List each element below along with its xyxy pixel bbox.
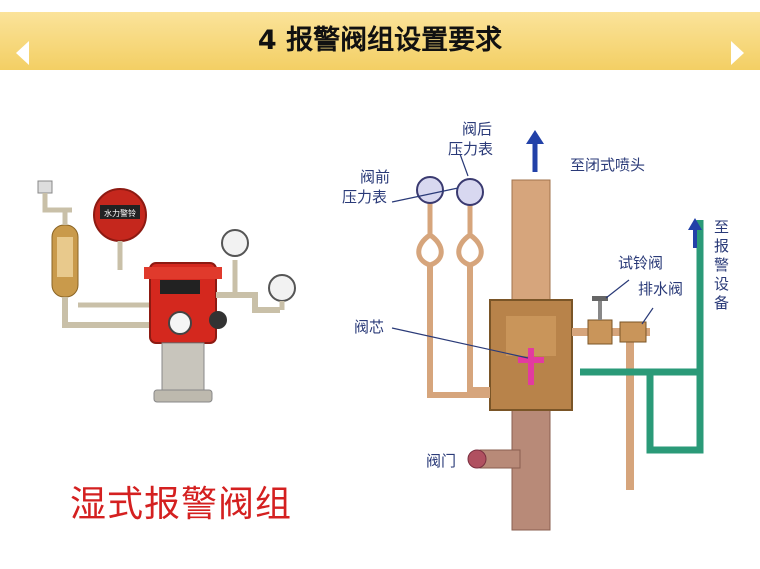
downstream-gauge-label-2: 压力表 (448, 140, 493, 158)
alarm-valve-photo: 水力警铃 (37, 180, 296, 403)
to-alarm-label-5: 备 (714, 294, 729, 312)
up-arrow-icon (526, 130, 544, 144)
to-sprinklers-label: 至闭式喷头 (570, 156, 645, 174)
valve-core-label: 阀芯 (354, 318, 384, 336)
photo-caption: 湿式报警阀组 (70, 484, 293, 525)
to-alarm-label-3: 警 (714, 256, 729, 274)
drain-valve-label: 排水阀 (638, 280, 683, 298)
up-arrow-icon (688, 218, 702, 230)
to-alarm-label-1: 至 (714, 218, 729, 236)
to-alarm-label-4: 设 (714, 275, 729, 293)
upstream-gauge-label-1: 阀前 (360, 168, 390, 186)
downstream-gauge-label-1: 阀后 (462, 120, 492, 138)
page-title: 4 报警阀组设置要求 (257, 25, 503, 56)
test-bell-valve-label: 试铃阀 (618, 254, 663, 272)
header-banner: 4 报警阀组设置要求 (0, 12, 760, 70)
upstream-gauge-label-2: 压力表 (342, 188, 387, 206)
gate-valve-label: 阀门 (426, 452, 456, 470)
next-arrow-icon[interactable] (731, 41, 744, 65)
to-alarm-label-2: 报 (714, 237, 729, 255)
prev-arrow-icon[interactable] (16, 41, 29, 65)
alarm-bell-label: 水力警铃 (104, 208, 136, 218)
alarm-valve-diagram: 阀前 压力表 阀后 压力表 至闭式喷头 试铃阀 排水阀 至 报 警 设 备 阀芯… (342, 120, 729, 531)
